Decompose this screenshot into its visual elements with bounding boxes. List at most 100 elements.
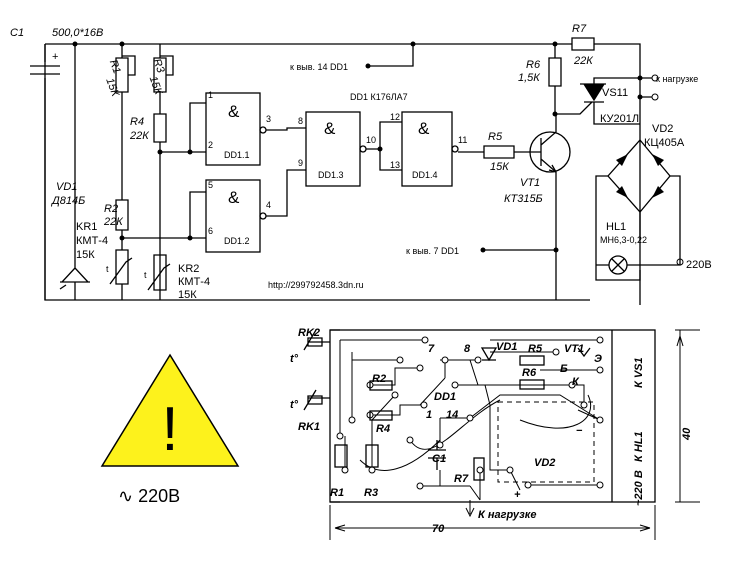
- pcb-t1: t°: [290, 353, 299, 365]
- pcb-side-hl1: К HL1: [633, 431, 645, 462]
- pcb-k: К: [572, 376, 580, 388]
- r6-value: 1,5К: [518, 72, 540, 84]
- vd2-type: КЦ405А: [644, 137, 685, 149]
- pcb-vt1: VT1: [564, 343, 584, 355]
- pin-11: 11: [458, 135, 467, 145]
- r2-value: 22К: [103, 216, 123, 228]
- svg-text:+: +: [52, 51, 58, 63]
- resistor-r7: R7 22К: [571, 23, 595, 67]
- pcb-pin14: 14: [446, 409, 458, 421]
- pcb-r7: R7: [454, 473, 469, 485]
- r6-label: R6: [526, 59, 541, 71]
- pcb-height: 40: [681, 427, 693, 441]
- hl1-label: HL1: [606, 221, 626, 233]
- gate-1-symbol: &: [228, 102, 240, 121]
- pin-13: 13: [390, 160, 400, 170]
- kr1-value: 15К: [76, 249, 95, 261]
- capacitor-c1: + C1 500,0*16В: [10, 27, 103, 300]
- gate-4-symbol: &: [418, 119, 430, 138]
- url-text[interactable]: http://299792458.3dn.ru: [268, 280, 364, 290]
- r7-label: R7: [572, 23, 587, 35]
- gate-dd1-1: & DD1.1 1 2 3: [205, 90, 271, 166]
- dd1-1-label: DD1.1: [224, 150, 250, 160]
- r7-value: 22К: [573, 55, 593, 67]
- bridge-vd2: VD2 КЦ405А: [595, 123, 685, 265]
- pcb-t2: t°: [290, 399, 299, 411]
- vt1-type: КТ315Б: [504, 193, 543, 205]
- pcb-pin8: 8: [464, 343, 471, 355]
- pin-8: 8: [298, 116, 303, 126]
- gate-dd1-2: & DD1.2 5 6 4: [205, 179, 271, 253]
- pin14-note: к выв. 14 DD1: [290, 62, 348, 72]
- pcb-pin7: 7: [428, 343, 435, 355]
- kr1-label: KR1: [76, 221, 97, 233]
- pcb-vd2: VD2: [534, 457, 555, 469]
- pcb-side-vs1: К VS1: [633, 357, 645, 388]
- resistor-r6: R6 1,5К: [518, 44, 562, 117]
- r4-label: R4: [130, 116, 144, 128]
- vs1-label: VS11: [602, 87, 628, 99]
- pcb-r5: R5: [528, 343, 543, 355]
- pcb-r4: R4: [376, 423, 390, 435]
- resistor-r4: R4 22К: [129, 110, 167, 300]
- pin-6: 6: [208, 226, 213, 236]
- thermistor-kr1: t KR1 КМТ-4 15К: [76, 221, 133, 300]
- pcb-rk1: RK1: [298, 421, 320, 433]
- pin-5: 5: [208, 180, 213, 190]
- resistor-r1: R1 15К: [103, 44, 136, 110]
- r1-value: 15К: [103, 76, 121, 98]
- pcb-r1: R1: [330, 487, 344, 499]
- r4-value: 22К: [129, 130, 149, 142]
- pcb-plus: +: [514, 489, 521, 501]
- thyristor-vs1: VS11 КУ201Л: [555, 77, 640, 125]
- pin-9: 9: [298, 158, 303, 168]
- warning-voltage: ∿ 220В: [118, 486, 180, 506]
- pin7-note: к выв. 7 DD1: [406, 246, 459, 256]
- pcb-vd1: VD1: [496, 341, 517, 353]
- pcb-e: Э: [594, 353, 602, 365]
- pcb-load: К нагрузке: [478, 509, 536, 521]
- warning-triangle: [100, 353, 240, 467]
- dd1-2-label: DD1.2: [224, 236, 250, 246]
- pcb-rk2: RK2: [298, 327, 320, 339]
- r1-label: R1: [107, 58, 123, 75]
- transistor-vt1: VT1 КТ315Б: [504, 114, 571, 300]
- r2-label: R2: [104, 203, 118, 215]
- pcb-r2: R2: [372, 373, 386, 385]
- pin-3: 3: [266, 114, 271, 124]
- pcb-b: Б: [560, 363, 568, 375]
- pin-10: 10: [366, 135, 376, 145]
- vd2-outline: [497, 401, 595, 483]
- pcb-r6: R6: [522, 367, 537, 379]
- hl1-type: МН6,3-0,22: [600, 235, 647, 245]
- resistor-r3: R3 15К: [147, 44, 174, 110]
- pcb-minus: −: [576, 425, 583, 437]
- zener-vd1: VD1 Д814Б: [50, 44, 90, 300]
- r5-label: R5: [488, 131, 503, 143]
- pin-4: 4: [266, 200, 271, 210]
- r3-value: 15К: [147, 75, 165, 97]
- load-note: к нагрузке: [656, 74, 698, 84]
- r5-value: 15К: [490, 161, 509, 173]
- gate-dd1-3: & DD1.3 8 9 10: [298, 111, 376, 187]
- dd1-3-label: DD1.3: [318, 170, 344, 180]
- vd1-label: VD1: [56, 181, 77, 193]
- pcb-width: 70: [432, 523, 445, 535]
- vd2-label: VD2: [652, 123, 673, 135]
- pcb-pin1: 1: [426, 409, 432, 421]
- pin-12: 12: [390, 112, 400, 122]
- warning-sign: ! ∿ 220В: [100, 353, 240, 506]
- exclamation-mark: !: [161, 395, 178, 464]
- pin-2: 2: [208, 140, 213, 150]
- pcb-r3: R3: [364, 487, 378, 499]
- pcb-layout: 70 40 К VS1 К HL1 ~220 В VD2 RK2 t° RK1 …: [290, 327, 700, 540]
- vd1-type: Д814Б: [50, 195, 85, 207]
- thermistor-kr2: t KR2 КМТ-4 15К: [144, 254, 210, 301]
- mains-label: 220В: [686, 259, 712, 271]
- gate-dd1-4: & DD1.4 12 13 11: [390, 111, 467, 187]
- resistor-r5: R5 15К: [458, 131, 533, 173]
- r3-label: R3: [150, 57, 166, 75]
- chip-note: DD1 К176ЛА7: [350, 92, 408, 102]
- vt1-label: VT1: [520, 177, 540, 189]
